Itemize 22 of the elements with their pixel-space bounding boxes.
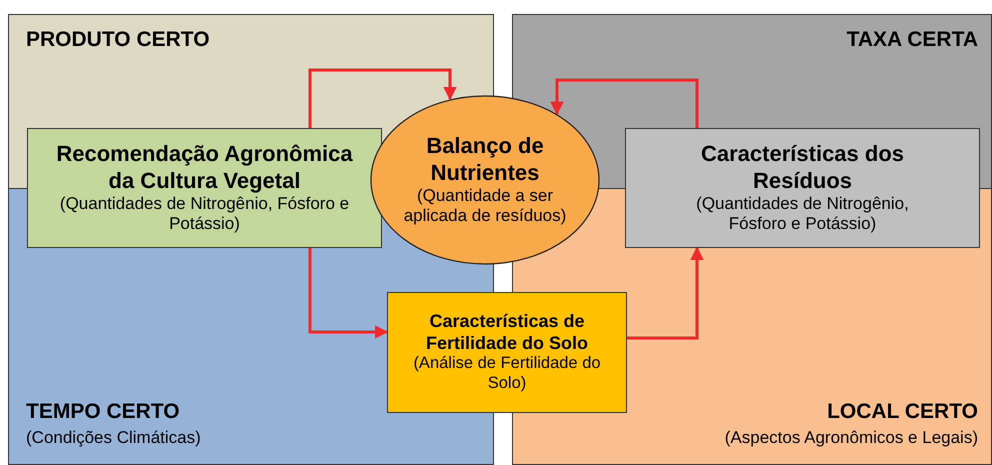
node-heading: Características dos Resíduos xyxy=(700,141,905,194)
quadrant-subtitle: (Aspectos Agronômicos e Legais) xyxy=(724,428,978,448)
process-box xyxy=(27,128,382,248)
node-description: (Quantidades de Nitrogênio, Fósforo e Potássio) xyxy=(58,194,350,235)
arrow xyxy=(308,68,457,128)
arrow xyxy=(627,246,704,340)
node-description: (Quantidades de Nitrogênio, Fósforo e Potássio) xyxy=(695,194,910,235)
node-heading: Recomendação Agronômica da Cultura Vegetal xyxy=(55,141,354,194)
node-heading: Balanço de Nutrientes xyxy=(425,133,545,186)
quadrant-title: LOCAL CERTO xyxy=(827,400,978,424)
quadrant-title: TEMPO CERTO xyxy=(26,400,180,424)
process-box xyxy=(625,128,980,248)
node-description: (Análise de Fertilidade do Solo) xyxy=(412,354,602,394)
quadrant-title: TAXA CERTA xyxy=(846,28,978,52)
arrow xyxy=(550,78,698,128)
process-box xyxy=(387,292,627,413)
quadrant-title: PRODUTO CERTO xyxy=(26,28,210,52)
arrow xyxy=(308,248,388,339)
process-ellipse xyxy=(370,95,600,265)
quadrant-subtitle: (Condições Climáticas) xyxy=(26,428,201,448)
node-description: (Quantidade a ser aplicada de resíduos) xyxy=(402,186,568,227)
node-heading: Características de Fertilidade do Solo xyxy=(424,311,589,354)
